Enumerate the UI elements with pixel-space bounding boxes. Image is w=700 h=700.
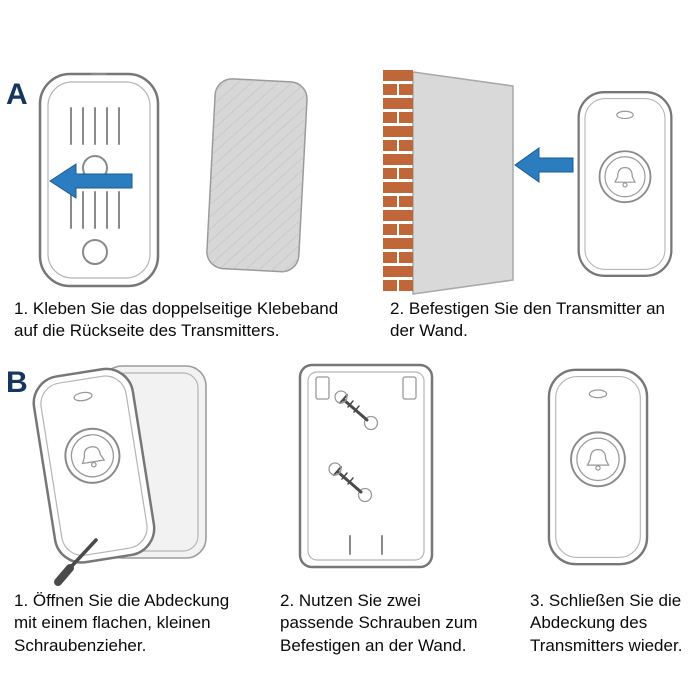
step-a2-caption: 2. Befestigen Sie den Transmitter an der… <box>390 299 665 341</box>
arrow-left-icon <box>49 163 133 199</box>
mount-tab-right <box>402 376 417 400</box>
screw-icon <box>334 390 379 431</box>
screwdriver-icon <box>54 538 98 586</box>
step-a1-illustration <box>28 62 328 299</box>
brick-edge <box>383 70 413 291</box>
step-b1-illustration <box>22 356 252 588</box>
back-hole-lower <box>82 239 108 265</box>
bell-icon <box>81 446 106 468</box>
mounting-plate-art <box>298 363 434 569</box>
step-a1-caption: 1. Kleben Sie das doppelseitige Klebeban… <box>14 299 339 341</box>
vent-slots-bottom <box>70 191 120 229</box>
arrow-left-icon <box>514 147 574 183</box>
adhesive-pad-art <box>206 78 308 273</box>
step-b1-caption: 1. Öffnen Sie die Abdeckung mit einem fl… <box>14 591 230 655</box>
vent-slots-top <box>70 107 120 145</box>
section-a-label: A <box>6 78 28 111</box>
mount-tab-left <box>315 376 330 400</box>
brick-wall-art <box>383 70 514 295</box>
step-b3-illustration <box>538 364 658 570</box>
screw-icon <box>328 462 373 503</box>
step-b2-caption: 2. Nutzen Sie zwei passende Schrauben zu… <box>280 591 478 655</box>
doorbell-front-art <box>577 91 673 277</box>
opened-cover-art <box>32 367 156 564</box>
doorbell-front-art <box>547 368 649 566</box>
step-b3-caption: 3. Schließen Sie die Abdeckung des Trans… <box>530 591 683 655</box>
led-indicator <box>73 391 93 402</box>
section-b-label: B <box>6 366 28 399</box>
step-b2-illustration <box>292 360 442 575</box>
step-a2-illustration <box>375 58 685 300</box>
